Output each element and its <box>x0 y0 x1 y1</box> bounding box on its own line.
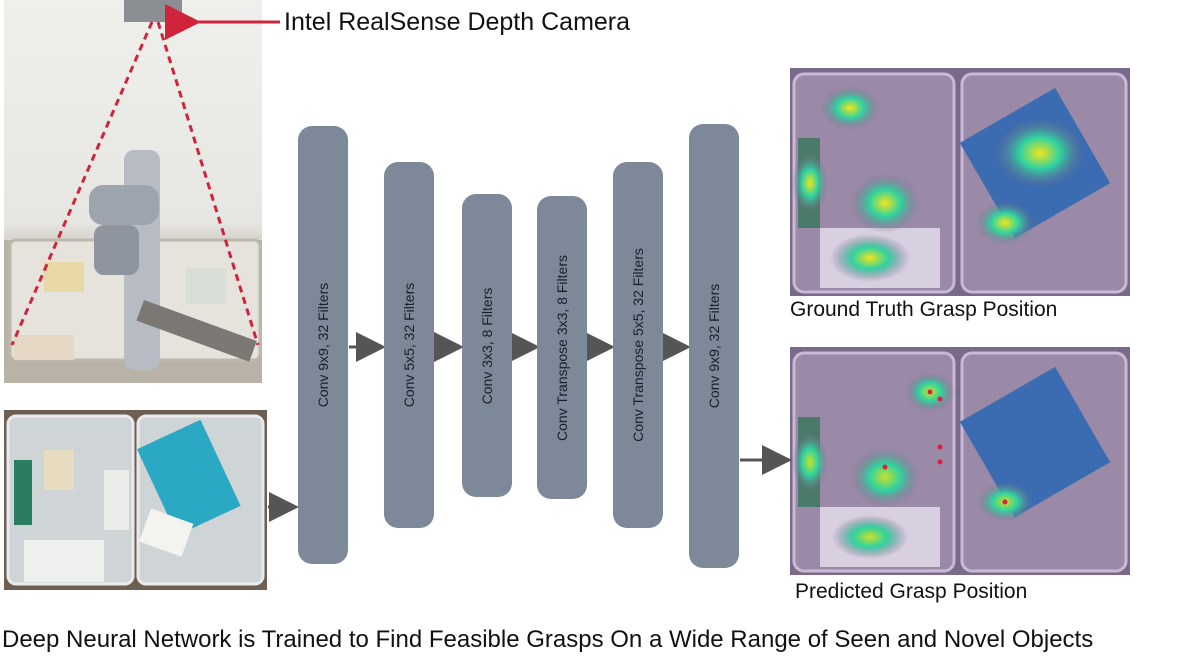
ground-truth-heatmap-illustration <box>792 72 1128 294</box>
conv-layer-3-label: Conv 3x3, 8 Filters <box>479 287 495 404</box>
conv-transpose-layer-5: Conv Transpose 5x5, 32 Filters <box>613 162 663 528</box>
predicted-caption: Predicted Grasp Position <box>795 580 1028 603</box>
conv-layer-3: Conv 3x3, 8 Filters <box>462 194 512 497</box>
camera-fov-left-line <box>10 21 154 346</box>
camera-label: Intel RealSense Depth Camera <box>284 8 631 36</box>
conv-layer-6: Conv 9x9, 32 Filters <box>689 124 739 568</box>
conv-layer-2: Conv 5x5, 32 Filters <box>384 162 434 528</box>
conv-transpose-layer-4-label: Conv Transpose 3x3, 8 Filters <box>554 254 570 441</box>
figure-caption: Deep Neural Network is Trained to Find F… <box>2 626 1094 653</box>
camera-fov-right-line <box>156 21 260 346</box>
conv-layer-6-label: Conv 9x9, 32 Filters <box>706 283 722 409</box>
conv-layer-1: Conv 9x9, 32 Filters <box>298 126 348 564</box>
robot-illustration <box>4 0 262 383</box>
conv-transpose-layer-5-label: Conv Transpose 5x5, 32 Filters <box>630 248 646 442</box>
bin-illustration <box>6 414 265 586</box>
conv-layer-2-label: Conv 5x5, 32 Filters <box>401 282 417 408</box>
predicted-heatmap <box>790 347 1130 575</box>
ground-truth-caption: Ground Truth Grasp Position <box>790 298 1058 321</box>
conv-transpose-layer-4: Conv Transpose 3x3, 8 Filters <box>537 196 587 499</box>
conv-layer-1-label: Conv 9x9, 32 Filters <box>315 282 331 408</box>
input-bin-photo <box>4 410 267 590</box>
ground-truth-heatmap <box>790 68 1130 296</box>
robot-setup-photo <box>4 0 262 383</box>
predicted-heatmap-illustration <box>792 351 1128 573</box>
